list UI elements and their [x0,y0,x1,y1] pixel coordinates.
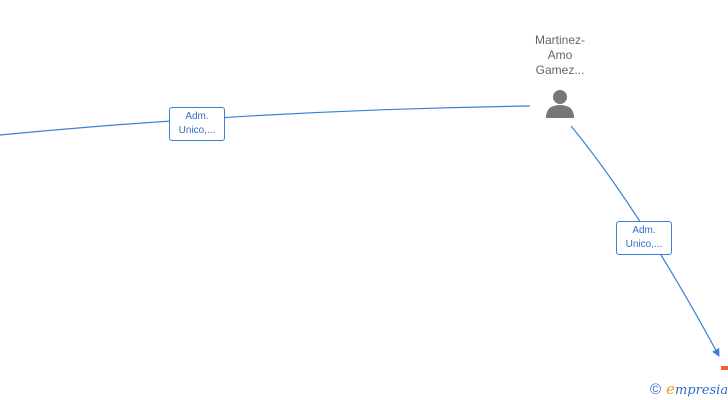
edge-label-role[interactable]: Adm. Unico,... [616,221,672,255]
edge-label-line-1: Adm. [185,111,209,122]
edge-line-left [0,105,531,136]
edge-label-role[interactable]: Adm. Unico,... [169,107,225,141]
person-icon[interactable] [545,88,575,118]
brand-logo-initial: e [666,380,675,398]
edge-label-line-1: Adm. [632,225,656,236]
person-name-line-2: Amo [547,48,573,62]
brand-logo: empresia [666,380,728,398]
brand-logo-text: mpresia [674,383,728,398]
edge-label-line-2: Unico,... [625,239,663,250]
brand-watermark: © empresia [650,379,728,399]
edge-label-line-2: Unico,... [178,125,216,136]
person-node[interactable]: Martinez- Amo Gamez... [520,33,600,118]
copyright-icon: © [650,380,662,398]
company-node-stub[interactable] [721,366,728,370]
person-name-line-3: Gamez... [535,63,585,77]
person-name-line-1: Martinez- [534,33,585,47]
